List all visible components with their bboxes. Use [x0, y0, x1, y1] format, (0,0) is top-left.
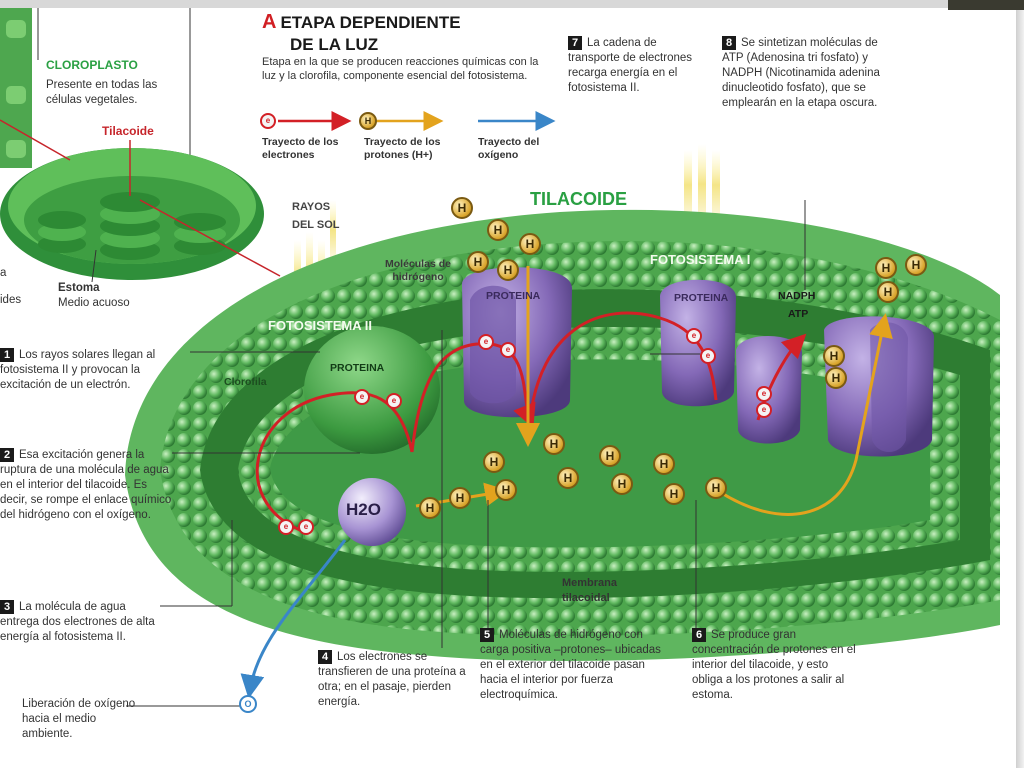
proton-marker: H [451, 197, 473, 219]
step-2-text: Esa excitación genera la ruptura de una … [0, 449, 172, 521]
proton-marker: H [497, 259, 519, 281]
estoma-subtitle: Medio acuoso [58, 297, 130, 309]
electron-marker: e [478, 334, 494, 350]
proton-marker: H [611, 473, 633, 495]
proteins [304, 267, 934, 546]
step-6-text: Se produce gran concentración de protone… [692, 629, 856, 701]
electron-marker: e [386, 393, 402, 409]
legend-oxygen-label: Trayecto del oxígeno [478, 136, 540, 161]
proton-marker: H [877, 281, 899, 303]
proton-marker: H [467, 251, 489, 273]
oxygen-marker: O [239, 695, 257, 713]
step-8-text: Se sintetizan moléculas de ATP (Adenosin… [722, 37, 880, 109]
step-5-number: 5 [480, 628, 494, 642]
step-6-number: 6 [692, 628, 706, 642]
legend-proton-icon: H [359, 112, 377, 130]
right-frame-bar [1016, 10, 1024, 768]
proton-marker: H [449, 487, 471, 509]
step-3-text: La molécula de agua entrega dos electron… [0, 601, 155, 643]
membrane-label: Membrana tilacoidal [562, 577, 618, 604]
tilacoide-inset-label: Tilacoide [102, 124, 154, 138]
estoma-title: Estoma [58, 282, 100, 294]
oxygen-release-text: Liberación de oxígeno hacia el medio amb… [22, 698, 136, 740]
electron-marker: e [298, 519, 314, 535]
protein-label-2: PROTEINA [674, 292, 729, 304]
electron-marker: e [278, 519, 294, 535]
legend-electron-icon: e [260, 113, 276, 129]
electron-marker: e [500, 342, 516, 358]
proton-marker: H [495, 479, 517, 501]
proton-marker: H [483, 451, 505, 473]
section-letter: A [262, 11, 277, 33]
legend-electrons-label: Trayecto de los electrones [262, 136, 339, 161]
electron-marker: e [354, 389, 370, 405]
protein-label-psii: PROTEINA [330, 362, 385, 374]
h2o-label: H2O [346, 500, 381, 519]
proton-marker: H [653, 453, 675, 475]
step-4-number: 4 [318, 650, 332, 664]
electron-marker: e [756, 386, 772, 402]
atp-label: ATP [788, 308, 809, 320]
step-1-text: Los rayos solares llegan al fotosistema … [0, 349, 156, 391]
proton-marker: H [419, 497, 441, 519]
section-title-line2: DE LA LUZ [290, 35, 379, 54]
step-4-text: Los electrones se transfieren de una pro… [318, 651, 466, 708]
proton-marker: H [905, 254, 927, 276]
tilacoide-label: TILACOIDE [530, 189, 627, 209]
chloroplast-title: CLOROPLASTO [46, 58, 138, 72]
top-frame-bar [0, 0, 1024, 8]
step-7-text: La cadena de transporte de electrones re… [568, 37, 693, 94]
proton-marker: H [557, 467, 579, 489]
nadph-label: NADPH [778, 290, 816, 302]
step-8-number: 8 [722, 36, 736, 50]
proton-marker: H [543, 433, 565, 455]
inset-cut-label-1: a [0, 267, 7, 279]
step-7-number: 7 [568, 36, 582, 50]
corner-accent [948, 0, 1024, 10]
hydrogen-molecules-label: Moléculas de hidrógeno [385, 258, 451, 283]
oxygen-path [240, 539, 347, 699]
callout-lines [126, 200, 806, 707]
electron-marker: e [700, 348, 716, 364]
step-5-text: Moléculas de hidrógeno con carga positiv… [480, 629, 661, 701]
section-description: Etapa en la que se producen reacciones q… [262, 56, 539, 82]
proton-marker: H [663, 483, 685, 505]
chloroplast-subtitle: Presente en todas las células vegetales. [46, 79, 158, 106]
clorofila-label: Clorofila [224, 376, 267, 388]
proton-marker: H [823, 345, 845, 367]
proton-marker: H [487, 219, 509, 241]
protein-label-1: PROTEINA [486, 290, 541, 302]
legend-protons-label: Trayecto de los protones (H+) [364, 136, 441, 161]
proton-marker: H [705, 477, 727, 499]
fotosistema-1-label: FOTOSISTEMA I [650, 252, 751, 267]
electron-marker: e [756, 402, 772, 418]
electron-marker: e [686, 328, 702, 344]
chloroplast-illustration [0, 8, 281, 283]
fotosistema-2-label: FOTOSISTEMA II [268, 318, 373, 333]
sun-rays-label: RAYOS DEL SOL [292, 201, 340, 231]
proton-marker: H [519, 233, 541, 255]
proton-marker: H [825, 367, 847, 389]
proton-marker: H [875, 257, 897, 279]
inset-cut-label-2: ides [0, 294, 22, 306]
step-1-number: 1 [0, 348, 14, 362]
proton-marker: H [599, 445, 621, 467]
step-3-number: 3 [0, 600, 14, 614]
step-2-number: 2 [0, 448, 14, 462]
section-title-line1: ETAPA DEPENDIENTE [280, 13, 461, 32]
